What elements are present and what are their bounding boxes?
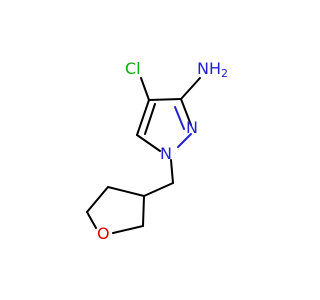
bond-oxolane-o-c2 xyxy=(112,225,144,234)
ring-n2-label: N xyxy=(186,118,198,137)
bond-c4-c5-double xyxy=(144,103,156,135)
bond-c5-n1 xyxy=(136,134,161,152)
bond-ch2-c3oxolane xyxy=(143,182,174,197)
bond-c4-cl xyxy=(140,77,150,101)
bond-c3-n2 xyxy=(180,98,192,126)
bond-n1-ch2 xyxy=(170,159,174,184)
oxygen-label: O xyxy=(97,224,110,243)
bond-oxolane-c2-c3 xyxy=(142,195,145,227)
bond-c4-c3 xyxy=(148,98,182,101)
bond-oxolane-c5-o xyxy=(86,211,97,229)
bond-c3-amine xyxy=(180,77,201,100)
ring-n1-label: N xyxy=(160,144,172,163)
bond-c4-c5 xyxy=(136,99,150,136)
bond-c3-n2-double xyxy=(174,106,185,130)
bond-oxolane-c4-c5 xyxy=(86,186,109,213)
amine-label: NH2 xyxy=(197,59,228,81)
bond-n2-n1 xyxy=(177,133,192,148)
structure-canvas: Cl NH2 N N O xyxy=(86,58,228,243)
molecule-structure: Cl NH2 N N O xyxy=(86,59,228,243)
bond-oxolane-c3-c4 xyxy=(107,186,145,197)
chlorine-label: Cl xyxy=(125,59,141,78)
